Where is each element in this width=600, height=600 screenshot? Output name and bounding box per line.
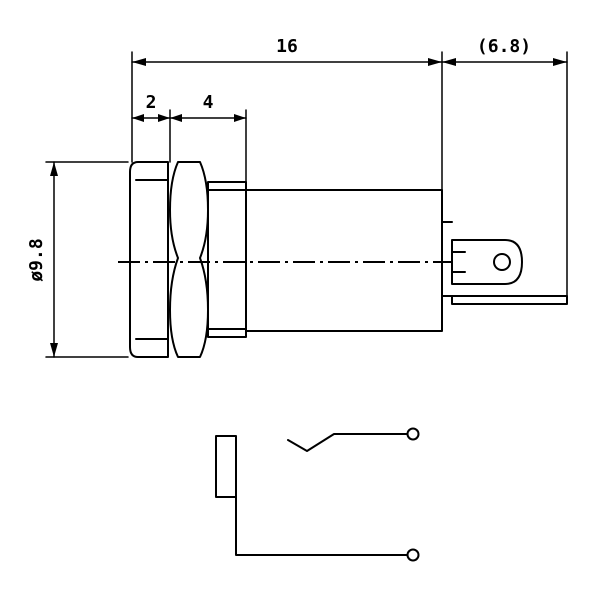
solder-lug-hole bbox=[493, 253, 511, 271]
arrow-head bbox=[50, 162, 58, 176]
arrow-head bbox=[553, 58, 567, 66]
jack-schematic-symbol bbox=[215, 427, 420, 562]
dimension-label-diameter: ø9.8 bbox=[26, 238, 47, 281]
arrow-head bbox=[442, 58, 456, 66]
front-flange bbox=[129, 161, 169, 358]
arrow-head bbox=[132, 114, 144, 122]
dimension-label-16: 16 bbox=[276, 36, 298, 57]
dimension-diameter: ø9.8 bbox=[26, 161, 129, 358]
dimension-label-4: 4 bbox=[203, 92, 214, 113]
dimension-terminal-length: (6.8) bbox=[441, 36, 568, 301]
arrow-head bbox=[158, 114, 170, 122]
terminal-pin bbox=[451, 295, 568, 305]
arrow-head bbox=[50, 343, 58, 357]
schematic-tip-contact bbox=[287, 433, 408, 452]
schematic-terminal bbox=[406, 427, 420, 441]
arrow-head bbox=[170, 114, 182, 122]
arrow-head bbox=[428, 58, 442, 66]
schematic-sleeve-wire bbox=[235, 496, 408, 556]
arrow-head bbox=[234, 114, 246, 122]
jack-body bbox=[118, 161, 568, 358]
solder-lug-terminal bbox=[451, 239, 523, 285]
dimension-label-6-8: (6.8) bbox=[477, 36, 531, 57]
schematic-terminal bbox=[406, 548, 420, 562]
main-housing bbox=[245, 189, 443, 332]
hex-nut bbox=[169, 161, 209, 358]
dimension-nut-width: 4 bbox=[169, 92, 247, 183]
arrow-head bbox=[132, 58, 146, 66]
schematic-sleeve-contact bbox=[215, 435, 237, 498]
dimension-label-2: 2 bbox=[146, 92, 157, 113]
dimension-flange-width: 2 bbox=[131, 92, 171, 163]
dimension-overall-length: 16 bbox=[131, 36, 443, 191]
threaded-sleeve bbox=[207, 181, 247, 338]
